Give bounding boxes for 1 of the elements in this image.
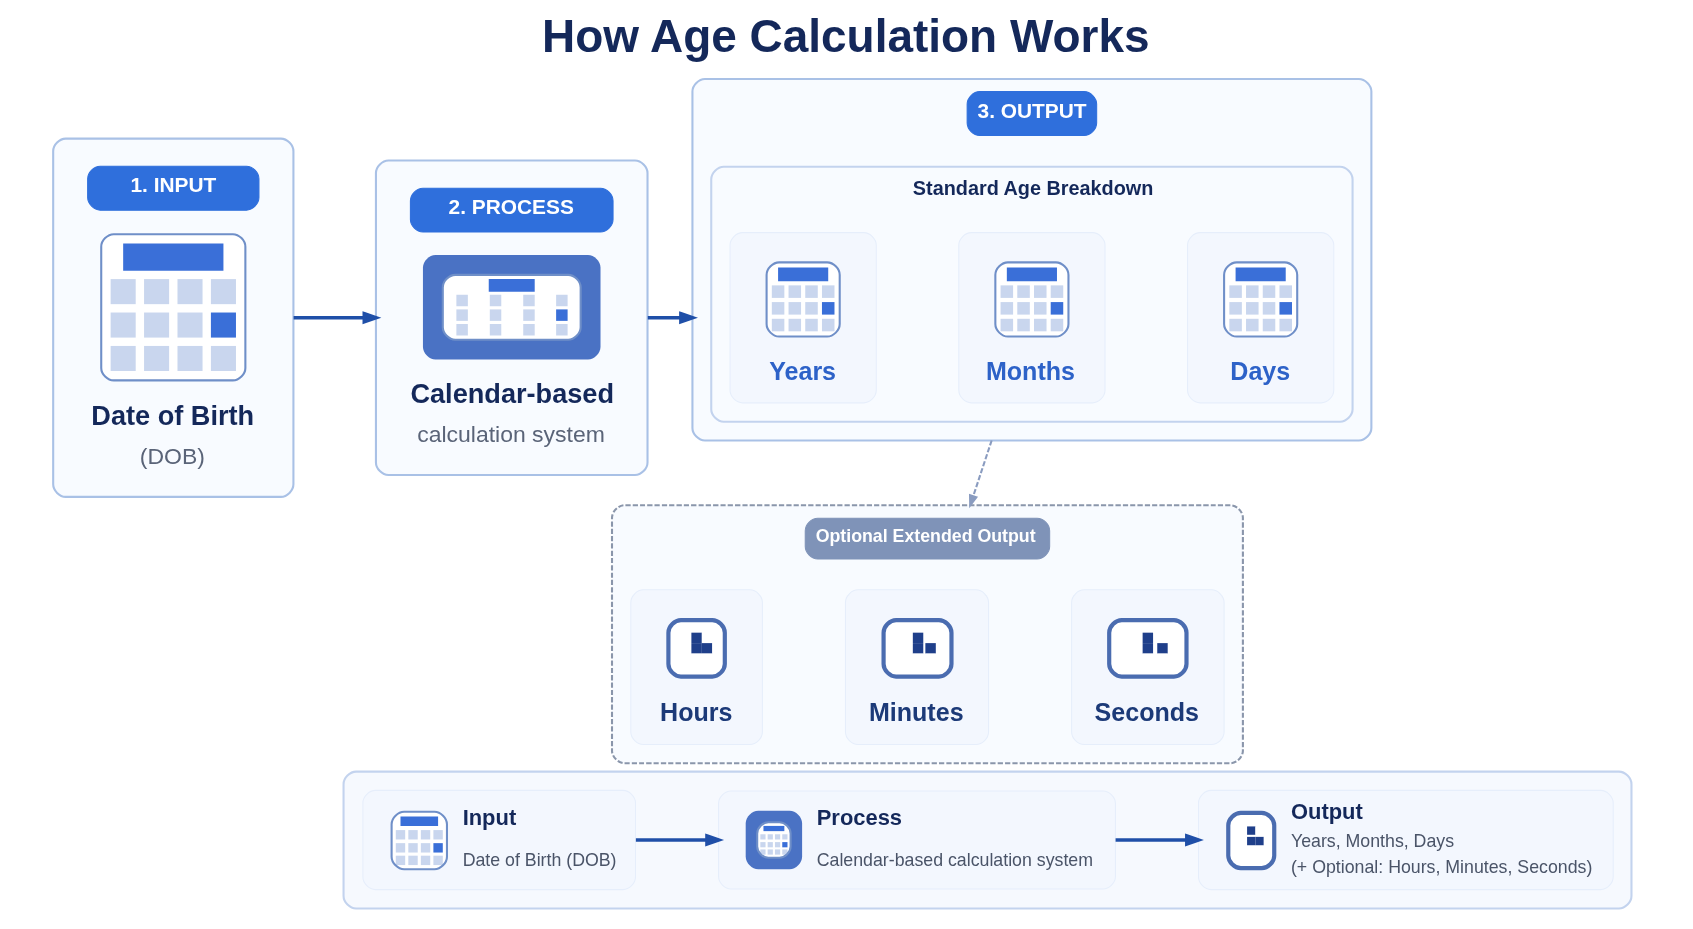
diagram-title: How Age Calculation Works: [542, 10, 1150, 63]
